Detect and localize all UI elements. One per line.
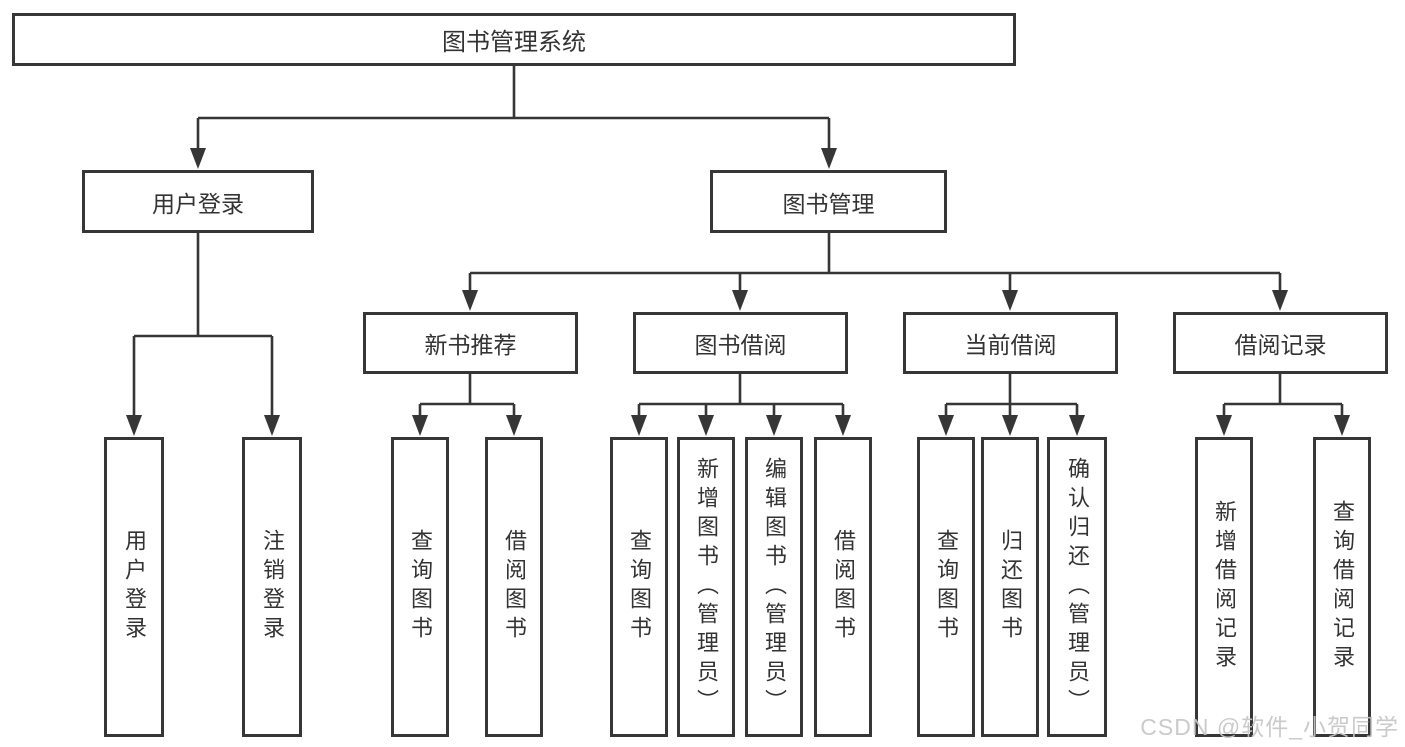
leaf-borrow-book-label: 借阅图书: [831, 529, 856, 645]
leaf-newrec-query-book: 查询图书: [391, 437, 449, 737]
leaf-newrec-borrow-book: 借阅图书: [485, 437, 543, 737]
connector-book-mgmt: [468, 233, 1282, 290]
connector-current: [944, 374, 1079, 416]
leaf-return-book: 归还图书: [981, 437, 1039, 737]
leaf-borrow-query-book-label: 查询图书: [627, 529, 652, 645]
leaf-user-login: 用户登录: [104, 437, 164, 737]
leaf-edit-book-admin-label: 编辑图书（管理员）: [762, 456, 787, 718]
leaf-query-borrow-record-label: 查询借阅记录: [1330, 500, 1355, 674]
leaf-current-query-book: 查询图书: [917, 437, 975, 737]
node-root: 图书管理系统: [12, 13, 1016, 66]
node-new-book-recommend: 新书推荐: [363, 312, 578, 374]
node-user-login: 用户登录: [82, 170, 314, 233]
leaf-newrec-borrow-book-label: 借阅图书: [502, 529, 527, 645]
node-current-borrow-label: 当前借阅: [964, 332, 1057, 358]
arrowheads: [126, 148, 1350, 436]
node-borrow-record: 借阅记录: [1173, 312, 1388, 374]
connector-record: [1222, 374, 1344, 416]
node-current-borrow: 当前借阅: [903, 312, 1118, 374]
leaf-add-book-admin-label: 新增图书（管理员）: [694, 456, 719, 718]
connector-root: [196, 66, 831, 149]
node-book-management: 图书管理: [710, 170, 947, 233]
leaf-logout-label: 注销登录: [260, 529, 285, 645]
leaf-add-borrow-record-label: 新增借阅记录: [1212, 500, 1237, 674]
node-new-book-recommend-label: 新书推荐: [424, 332, 517, 358]
node-book-borrow-label: 图书借阅: [694, 332, 787, 358]
leaf-user-login-label: 用户登录: [122, 529, 147, 645]
connector-user-login: [132, 233, 274, 416]
leaf-confirm-return-admin: 确认归还（管理员）: [1047, 437, 1107, 737]
connector-new-book: [418, 374, 516, 416]
node-book-management-label: 图书管理: [782, 190, 875, 217]
leaf-logout: 注销登录: [242, 437, 302, 737]
csdn-watermark: CSDN @软件_小贺同学: [1140, 714, 1399, 740]
leaf-borrow-query-book: 查询图书: [610, 437, 668, 737]
leaf-confirm-return-admin-label: 确认归还（管理员）: [1065, 456, 1090, 718]
leaf-query-borrow-record: 查询借阅记录: [1313, 437, 1371, 737]
node-borrow-record-label: 借阅记录: [1234, 332, 1327, 358]
connector-borrow: [637, 374, 845, 416]
leaf-add-book-admin: 新增图书（管理员）: [677, 437, 735, 737]
leaf-current-query-book-label: 查询图书: [934, 529, 959, 645]
leaf-add-borrow-record: 新增借阅记录: [1195, 437, 1253, 737]
leaf-borrow-book: 借阅图书: [814, 437, 872, 737]
leaf-return-book-label: 归还图书: [998, 529, 1023, 645]
node-book-borrow: 图书借阅: [633, 312, 848, 374]
node-user-login-label: 用户登录: [152, 190, 244, 217]
leaf-newrec-query-book-label: 查询图书: [408, 529, 433, 645]
node-root-label: 图书管理系统: [442, 29, 586, 56]
leaf-edit-book-admin: 编辑图书（管理员）: [745, 437, 803, 737]
